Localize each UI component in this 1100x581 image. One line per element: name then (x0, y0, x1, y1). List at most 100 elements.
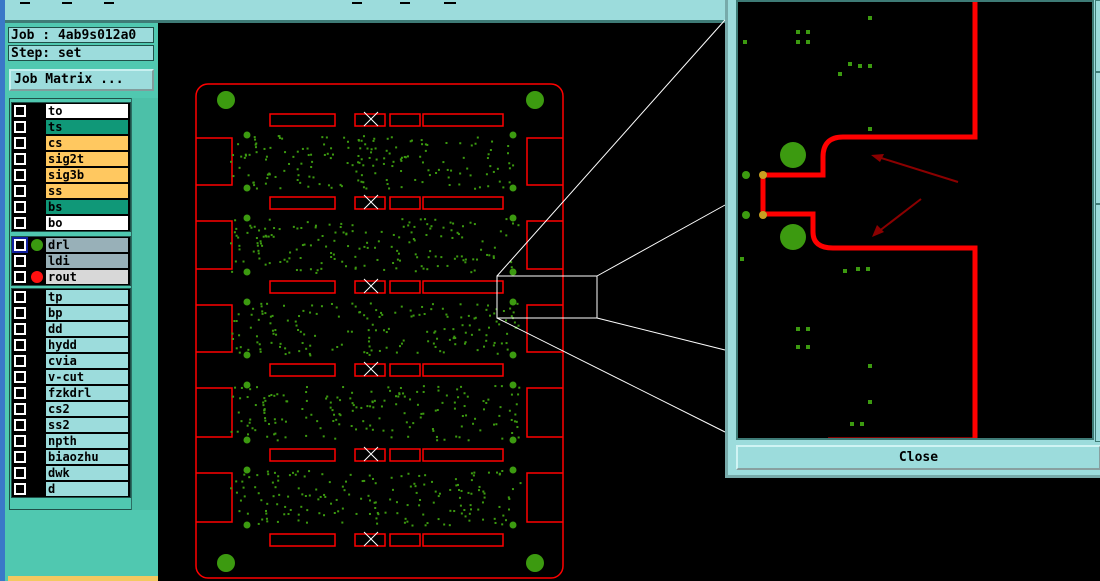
layer-checkbox[interactable] (14, 339, 26, 351)
layer-checkbox[interactable] (14, 419, 26, 431)
side-button[interactable] (1095, 204, 1100, 442)
layer-label[interactable]: drl (46, 238, 128, 252)
layer-checkbox[interactable] (14, 307, 26, 319)
layer-label[interactable]: cvia (46, 354, 128, 368)
layer-row-bs[interactable]: bs (12, 199, 130, 215)
layer-list-scrollbar[interactable] (131, 98, 158, 510)
job-matrix-button[interactable]: Job Matrix ... (9, 69, 154, 91)
layer-row-hydd[interactable]: hydd (12, 337, 130, 353)
layer-checkbox[interactable] (14, 291, 26, 303)
layer-label[interactable]: dwk (46, 466, 128, 480)
via-pad (263, 411, 266, 414)
via-pad (517, 324, 520, 327)
via-pad (273, 394, 276, 397)
layer-row-rout[interactable]: rout (12, 269, 130, 285)
layer-checkbox[interactable] (14, 217, 26, 229)
layer-checkbox[interactable] (14, 185, 26, 197)
layer-checkbox[interactable] (14, 255, 26, 267)
via-pad (476, 136, 479, 139)
layer-checkbox[interactable] (14, 121, 26, 133)
via-pad (368, 345, 371, 348)
layer-label[interactable]: ldi (46, 254, 128, 268)
via-pad (232, 175, 235, 178)
layer-checkbox[interactable] (14, 169, 26, 181)
layer-row-npth[interactable]: npth (12, 433, 130, 449)
layer-label[interactable]: bs (46, 200, 128, 214)
layer-label[interactable]: sig3b (46, 168, 128, 182)
via-pad (257, 318, 260, 321)
side-button[interactable] (1095, 0, 1100, 72)
layer-row-cs[interactable]: cs (12, 135, 130, 151)
layer-label[interactable]: to (46, 104, 128, 118)
layer-checkbox[interactable] (14, 105, 26, 117)
layer-checkbox[interactable] (14, 153, 26, 165)
via-pad (357, 161, 360, 164)
via-pad (374, 172, 377, 175)
layer-row-fzkdrl[interactable]: fzkdrl (12, 385, 130, 401)
layer-row-tp[interactable]: tp (12, 289, 130, 305)
layer-label[interactable]: ss2 (46, 418, 128, 432)
via-pad (315, 488, 318, 491)
via-pad (342, 386, 345, 389)
layer-row-to[interactable]: to (12, 103, 130, 119)
layer-row-bo[interactable]: bo (12, 215, 130, 231)
via-pad (333, 257, 336, 260)
via-pad (446, 315, 449, 318)
layer-checkbox[interactable] (14, 137, 26, 149)
layer-checkbox[interactable] (14, 355, 26, 367)
layer-label[interactable]: hydd (46, 338, 128, 352)
layer-row-v-cut[interactable]: v-cut (12, 369, 130, 385)
layer-row-cs2[interactable]: cs2 (12, 401, 130, 417)
via-pad (418, 504, 421, 507)
layer-checkbox[interactable] (14, 403, 26, 415)
via-pad (482, 490, 485, 493)
close-button[interactable]: Close (736, 445, 1100, 470)
via-pad (235, 227, 238, 230)
layer-label[interactable]: bp (46, 306, 128, 320)
layer-row-drl[interactable]: drl (12, 237, 130, 253)
layer-checkbox[interactable] (14, 451, 26, 463)
layer-label[interactable]: dd (46, 322, 128, 336)
layer-checkbox[interactable] (12, 237, 28, 253)
layer-label[interactable]: sig2t (46, 152, 128, 166)
layer-label[interactable]: rout (46, 270, 128, 284)
layer-row-bp[interactable]: bp (12, 305, 130, 321)
via-pad (472, 474, 475, 477)
layer-label[interactable]: ts (46, 120, 128, 134)
layer-row-ts[interactable]: ts (12, 119, 130, 135)
layer-row-ldi[interactable]: ldi (12, 253, 130, 269)
layer-row-d[interactable]: d (12, 481, 130, 497)
side-button[interactable] (1095, 72, 1100, 204)
layer-checkbox[interactable] (14, 201, 26, 213)
via-pad (404, 517, 407, 520)
via-pad (265, 155, 268, 158)
layer-label[interactable]: bo (46, 216, 128, 230)
layer-label[interactable]: d (46, 482, 128, 496)
layer-checkbox[interactable] (14, 271, 26, 283)
layer-label[interactable]: v-cut (46, 370, 128, 384)
layer-row-cvia[interactable]: cvia (12, 353, 130, 369)
layer-checkbox[interactable] (14, 371, 26, 383)
via-pad (258, 229, 261, 232)
slot (389, 196, 421, 210)
layer-checkbox[interactable] (14, 467, 26, 479)
layer-row-biaozhu[interactable]: biaozhu (12, 449, 130, 465)
layer-label[interactable]: biaozhu (46, 450, 128, 464)
layer-row-dd[interactable]: dd (12, 321, 130, 337)
layer-label[interactable]: cs (46, 136, 128, 150)
layer-row-sig3b[interactable]: sig3b (12, 167, 130, 183)
layer-row-dwk[interactable]: dwk (12, 465, 130, 481)
layer-checkbox[interactable] (14, 483, 26, 495)
layer-label[interactable]: tp (46, 290, 128, 304)
layer-label[interactable]: ss (46, 184, 128, 198)
layer-row-ss[interactable]: ss (12, 183, 130, 199)
layer-label[interactable]: fzkdrl (46, 386, 128, 400)
layer-checkbox[interactable] (14, 323, 26, 335)
layer-label[interactable]: npth (46, 434, 128, 448)
layer-label[interactable]: cs2 (46, 402, 128, 416)
layer-checkbox[interactable] (14, 387, 26, 399)
layer-checkbox[interactable] (14, 435, 26, 447)
layer-row-sig2t[interactable]: sig2t (12, 151, 130, 167)
layer-row-ss2[interactable]: ss2 (12, 417, 130, 433)
